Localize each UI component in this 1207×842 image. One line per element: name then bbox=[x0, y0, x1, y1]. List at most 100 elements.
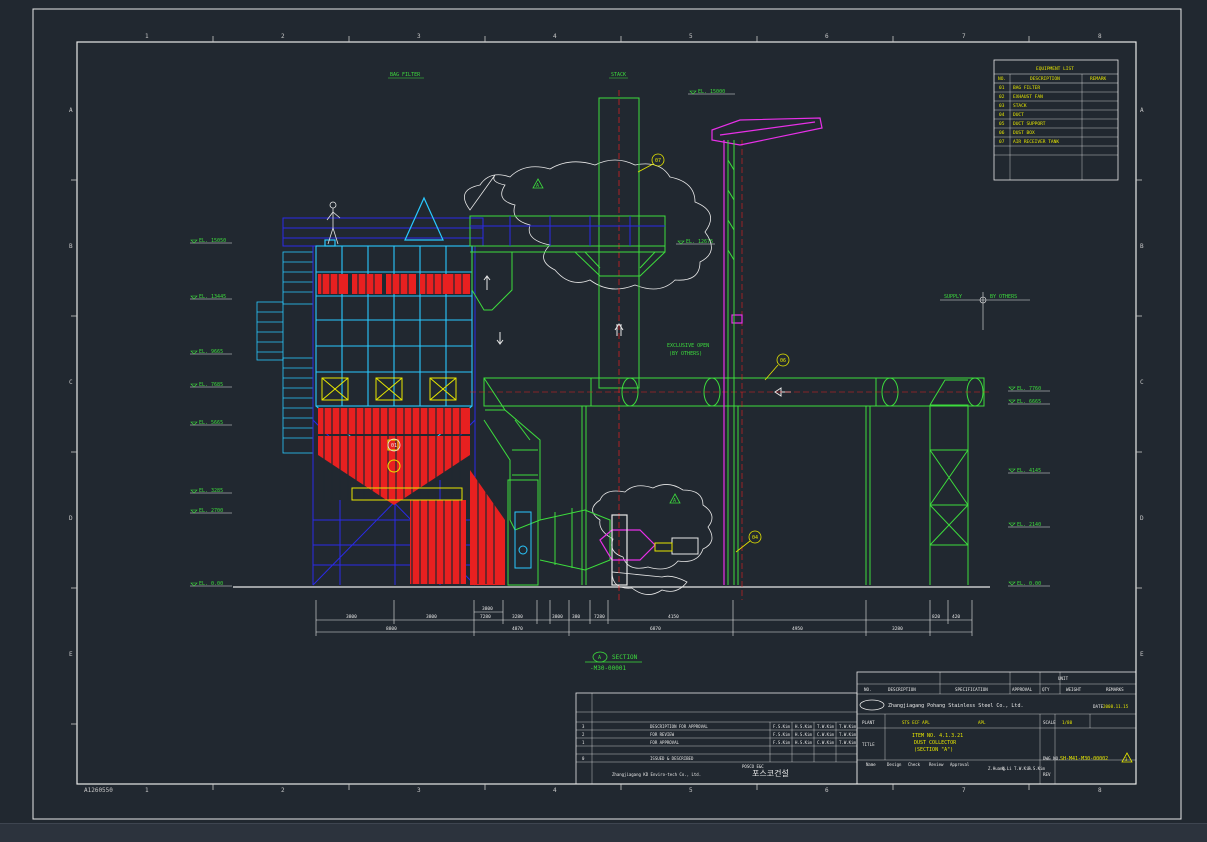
filter-top-hood bbox=[324, 196, 444, 247]
elevation-label: EL. 15050 bbox=[199, 238, 226, 244]
rev-signer: C.W.Kim bbox=[817, 740, 834, 745]
stair-tower bbox=[256, 251, 314, 454]
stack-title: STACK bbox=[611, 72, 626, 78]
elevation-label: EL. 15000 bbox=[698, 89, 725, 95]
korean-company-sub: POSCO E&C bbox=[742, 764, 764, 769]
equipment-desc: STACK bbox=[1013, 103, 1027, 109]
equipment-desc: BAG FILTER bbox=[1013, 85, 1040, 91]
rev-signer: T.W.Kim bbox=[817, 724, 834, 729]
fan-motor bbox=[654, 537, 699, 555]
elevation-markers-top: EL. 15000 EL. 12675 bbox=[676, 89, 735, 245]
sign-name: F.S.Kim bbox=[1028, 766, 1045, 771]
grid-number: 1 bbox=[145, 787, 149, 794]
grid-letter: A bbox=[1140, 107, 1144, 114]
grid-letter: C bbox=[1140, 379, 1144, 386]
rev-description: FOR REVIEW bbox=[650, 732, 675, 737]
grid-number: 2 bbox=[281, 33, 285, 40]
grid-letter: E bbox=[1140, 651, 1144, 658]
sign-name: K.Li bbox=[1002, 766, 1012, 771]
grid-number: 5 bbox=[689, 33, 693, 40]
border-grid-references: 1 2 3 4 5 6 7 8 1 2 3 4 5 6 7 8 A B C D … bbox=[69, 33, 1144, 794]
dimension-text: 3800 bbox=[482, 606, 493, 612]
equipment-no: 03 bbox=[999, 103, 1005, 109]
korean-company-name: 포스코건설 bbox=[752, 768, 789, 778]
supply-label: SUPPLY bbox=[944, 294, 962, 300]
equipment-no: 04 bbox=[999, 112, 1005, 118]
grid-number: 4 bbox=[553, 33, 557, 40]
grid-number: 1 bbox=[145, 33, 149, 40]
title-header-cell: WEIGHT bbox=[1066, 687, 1082, 692]
equipment-no: 06 bbox=[999, 130, 1005, 136]
dimension-text: 7280 bbox=[480, 614, 491, 620]
rev-number: 2 bbox=[582, 732, 585, 737]
rev-signer: F.S.Kim bbox=[773, 724, 790, 729]
title-header-cell: SPECIFICATION bbox=[955, 687, 988, 692]
grid-number: 8 bbox=[1098, 33, 1102, 40]
sign-label: Approval bbox=[950, 762, 970, 767]
dimension-text: 7280 bbox=[594, 614, 605, 620]
item-view: (SECTION "A") bbox=[914, 747, 953, 753]
equipment-desc: DUCT SUPPORT bbox=[1013, 121, 1046, 127]
air-receiver-column bbox=[727, 140, 735, 585]
dimension-lines: 3800 3800 3800 7280 3280 3800 380 7280 4… bbox=[315, 600, 973, 636]
equipment-no: 07 bbox=[999, 139, 1005, 145]
dimension-text: 3800 bbox=[552, 614, 563, 620]
rev-value: 3 bbox=[1125, 757, 1128, 762]
grid-letter: C bbox=[69, 379, 73, 386]
callout-label: 06 bbox=[780, 358, 786, 364]
title-header-cell: QTY bbox=[1042, 687, 1050, 692]
title-block: NO. DESCRIPTION SPECIFICATION APPROVAL Q… bbox=[575, 671, 1137, 785]
elevation-label: EL. 2140 bbox=[1017, 522, 1041, 528]
grid-number: 6 bbox=[825, 787, 829, 794]
item-no: ITEM NO. 4.1.3.21 bbox=[912, 733, 963, 739]
callout-label: 04 bbox=[752, 535, 758, 541]
section-reference: -M30-00001 bbox=[590, 665, 627, 672]
contractor-name: Zhangjiagang KD Enviro-tech Co., Ltd. bbox=[612, 772, 701, 777]
dimension-text: 4870 bbox=[512, 626, 523, 632]
date-label: DATE bbox=[1093, 704, 1104, 709]
elevation-label: EL. 2700 bbox=[199, 508, 223, 514]
elevation-label: EL. 7760 bbox=[1017, 386, 1041, 392]
grid-letter: B bbox=[1140, 243, 1144, 250]
rev-description: ISSUED & DESCRIBED bbox=[650, 756, 694, 761]
rev-number: 3 bbox=[582, 724, 585, 729]
title-field-label: TITLE bbox=[862, 742, 875, 747]
elevation-label: EL. 3285 bbox=[199, 488, 223, 494]
grid-letter: D bbox=[1140, 515, 1144, 522]
dimension-text: 3280 bbox=[512, 614, 523, 620]
corner-code: A1260550 bbox=[84, 787, 113, 794]
equipment-header: NO. bbox=[998, 76, 1006, 82]
callout-label: A bbox=[673, 498, 676, 504]
scale-value: 1/80 bbox=[1062, 720, 1073, 725]
sheet-inner-frame bbox=[76, 41, 1137, 785]
grid-number: 2 bbox=[281, 787, 285, 794]
elevation-markers-right: EL. 7760 EL. 6665 EL. 4145 EL. 2140 EL. … bbox=[1008, 386, 1050, 587]
section-letter: A bbox=[598, 655, 601, 661]
posco-logo: 포스코건설 POSCO E&C bbox=[742, 764, 789, 778]
grid-letter: A bbox=[69, 107, 73, 114]
rev-signer: C.W.Kim bbox=[817, 732, 834, 737]
rev-label: REV bbox=[1043, 772, 1051, 777]
callout-label: A bbox=[536, 183, 539, 189]
plant-value: STS ECF APL bbox=[902, 720, 930, 725]
grid-number: 8 bbox=[1098, 787, 1102, 794]
company-logo: Zhangjiagang Pohang Stainless Steel Co.,… bbox=[859, 699, 1023, 711]
exclusive-open-sub: (BY OTHERS) bbox=[669, 351, 702, 357]
rev-signer: F.S.Kim bbox=[773, 732, 790, 737]
section-marker: A SECTION -M30-00001 bbox=[585, 651, 642, 672]
scale-label: SCALE bbox=[1043, 720, 1056, 725]
elevation-label: EL. 6665 bbox=[1017, 399, 1041, 405]
title-header-cell: REMARKS bbox=[1106, 687, 1124, 692]
person-figure bbox=[326, 201, 341, 245]
rev-number: 0 bbox=[582, 756, 585, 761]
rev-marker: 3 bbox=[1121, 752, 1133, 763]
grid-number: 3 bbox=[417, 787, 421, 794]
rev-signer: H.S.Kim bbox=[795, 724, 812, 729]
dimension-text: 4950 bbox=[792, 626, 803, 632]
title-header-cell: DESCRIPTION bbox=[888, 687, 916, 692]
callout-label: 01 bbox=[391, 443, 397, 449]
item-name: DUST COLLECTOR bbox=[914, 740, 957, 746]
duct-system bbox=[469, 215, 990, 586]
grid-letter: B bbox=[69, 243, 73, 250]
